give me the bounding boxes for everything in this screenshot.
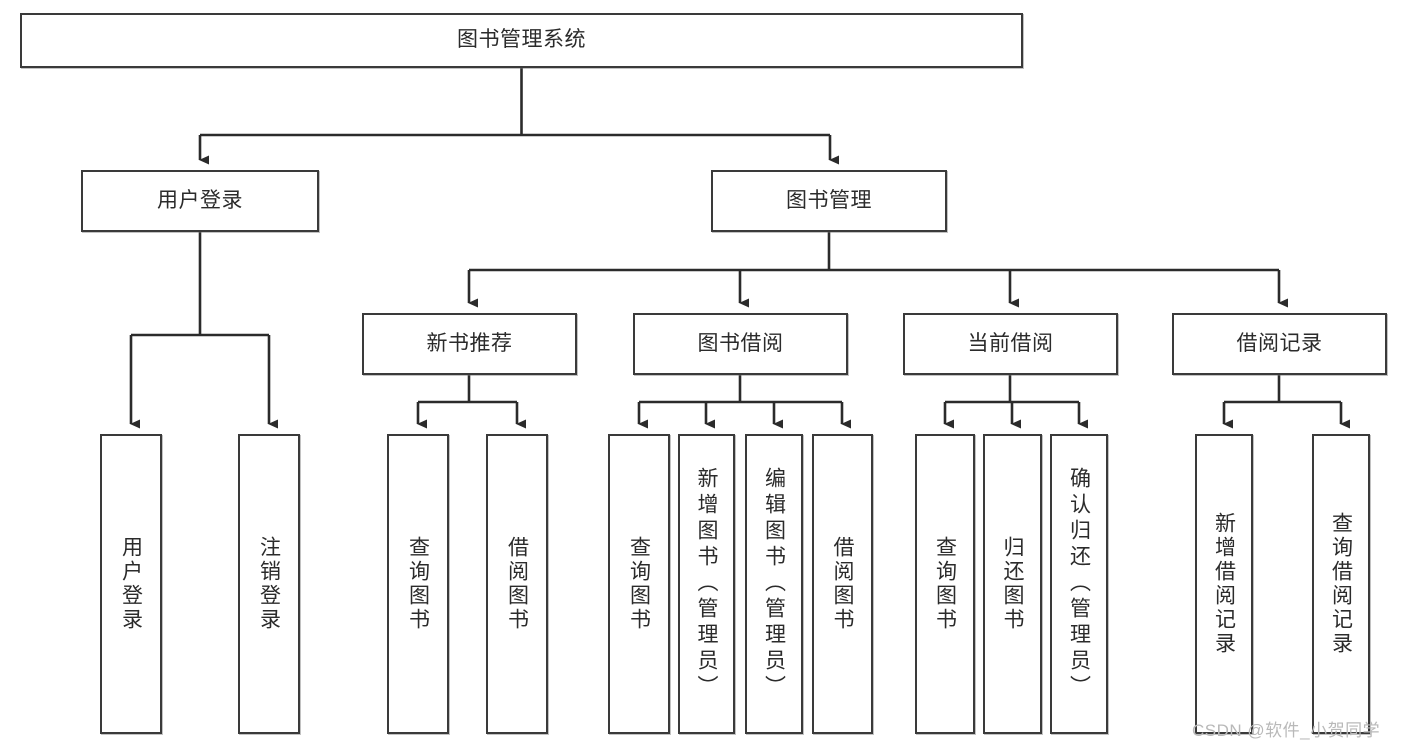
node-leaf-borrow-book-recommend-label: 借阅图书 xyxy=(505,536,529,632)
node-leaf-query-borrow-record[interactable]: 查询借阅记录 xyxy=(1312,434,1370,734)
node-leaf-query-book-borrow[interactable]: 查询图书 xyxy=(608,434,670,734)
csdn-watermark: CSDN @软件_小贺同学 xyxy=(1192,721,1381,740)
node-new-book-recommend[interactable]: 新书推荐 xyxy=(362,313,577,375)
node-leaf-return-book[interactable]: 归还图书 xyxy=(983,434,1042,734)
node-leaf-user-logout[interactable]: 注销登录 xyxy=(238,434,300,734)
node-root[interactable]: 图书管理系统 xyxy=(20,13,1023,68)
node-root-label: 图书管理系统 xyxy=(457,28,586,52)
node-book-manage[interactable]: 图书管理 xyxy=(711,170,947,232)
node-leaf-add-borrow-record[interactable]: 新增借阅记录 xyxy=(1195,434,1253,734)
node-leaf-query-borrow-record-label: 查询借阅记录 xyxy=(1329,512,1353,656)
node-leaf-user-login-label: 用户登录 xyxy=(119,536,143,632)
node-book-manage-label: 图书管理 xyxy=(786,188,872,212)
node-leaf-add-book-label: 新增图书（管理员） xyxy=(695,467,718,701)
node-leaf-borrow-book-label: 借阅图书 xyxy=(831,536,854,632)
node-leaf-query-book-borrow-label: 查询图书 xyxy=(627,536,651,632)
node-leaf-add-borrow-record-label: 新增借阅记录 xyxy=(1212,512,1236,656)
node-borrow-record-label: 借阅记录 xyxy=(1236,331,1323,355)
node-leaf-query-book-current-label: 查询图书 xyxy=(933,536,957,632)
node-book-borrow[interactable]: 图书借阅 xyxy=(633,313,848,375)
node-book-borrow-label: 图书借阅 xyxy=(697,331,784,355)
node-leaf-borrow-book[interactable]: 借阅图书 xyxy=(812,434,873,734)
node-leaf-query-book-recommend[interactable]: 查询图书 xyxy=(387,434,449,734)
node-leaf-user-login[interactable]: 用户登录 xyxy=(100,434,162,734)
node-user-login-label: 用户登录 xyxy=(157,188,243,212)
node-current-borrow[interactable]: 当前借阅 xyxy=(903,313,1118,375)
node-leaf-add-book[interactable]: 新增图书（管理员） xyxy=(678,434,735,734)
node-leaf-confirm-return-label: 确认归还（管理员） xyxy=(1067,467,1091,701)
node-leaf-query-book-current[interactable]: 查询图书 xyxy=(915,434,975,734)
node-leaf-user-logout-label: 注销登录 xyxy=(257,536,281,632)
node-leaf-return-book-label: 归还图书 xyxy=(1001,536,1024,632)
node-leaf-query-book-recommend-label: 查询图书 xyxy=(406,536,430,632)
node-leaf-borrow-book-recommend[interactable]: 借阅图书 xyxy=(486,434,548,734)
node-borrow-record[interactable]: 借阅记录 xyxy=(1172,313,1387,375)
node-user-login[interactable]: 用户登录 xyxy=(81,170,319,232)
node-new-book-recommend-label: 新书推荐 xyxy=(426,331,513,355)
node-leaf-edit-book[interactable]: 编辑图书（管理员） xyxy=(745,434,803,734)
node-current-borrow-label: 当前借阅 xyxy=(967,331,1054,355)
node-leaf-edit-book-label: 编辑图书（管理员） xyxy=(762,467,786,701)
node-leaf-confirm-return[interactable]: 确认归还（管理员） xyxy=(1050,434,1108,734)
